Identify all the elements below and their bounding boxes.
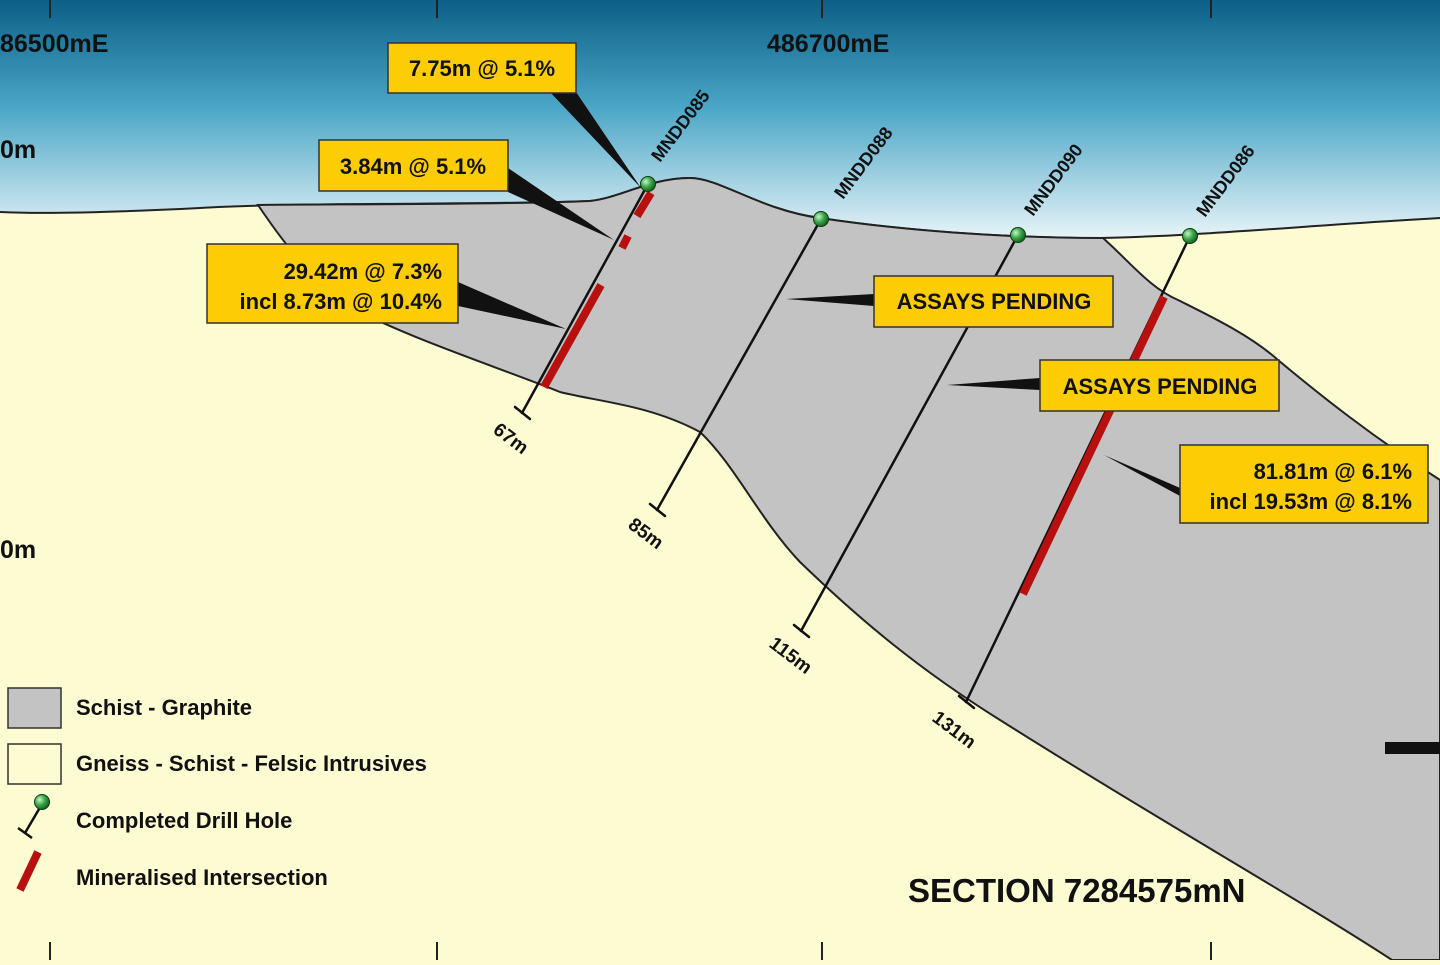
legend-label-gneiss: Gneiss - Schist - Felsic Intrusives: [76, 751, 427, 776]
callout-text-line2: incl 8.73m @ 10.4%: [240, 289, 442, 314]
callout-text-line1: 81.81m @ 6.1%: [1254, 459, 1412, 484]
callout-3-84m: 3.84m @ 5.1%: [318, 139, 509, 192]
legend-label-schist: Schist - Graphite: [76, 695, 252, 720]
intersection-mndd085-b: [618, 234, 632, 250]
callout-pointers: [458, 90, 1180, 496]
scale-bar: [1385, 742, 1440, 754]
grid-ticks: [49, 0, 1212, 960]
drill-hole-legend-icon: [17, 794, 50, 840]
legend-swatch-schist: [7, 687, 62, 729]
collar-mndd085-icon: [640, 176, 656, 192]
section-title: SECTION 7284575mN: [908, 872, 1246, 909]
intersection-mndd085-c: [540, 283, 605, 389]
legend-label-intersection: Mineralised Intersection: [76, 865, 328, 890]
callout-text-line1: 29.42m @ 7.3%: [284, 259, 442, 284]
callout-text: 7.75m @ 5.1%: [409, 56, 555, 81]
mineralised-intersections: [540, 190, 1168, 596]
intersection-mndd085-a: [633, 190, 655, 219]
drill-hole-collars: [640, 176, 1198, 244]
intersection-mndd086: [1019, 295, 1168, 596]
callout-29-42m: 29.42m @ 7.3% incl 8.73m @ 10.4%: [206, 243, 459, 324]
intersection-legend-icon: [16, 850, 42, 892]
callout-assays-pending-2: ASSAYS PENDING: [1039, 359, 1280, 412]
legend: Schist - Graphite Gneiss - Schist - Fels…: [7, 687, 427, 892]
rl-label-upper: 0m: [0, 136, 36, 164]
legend-label-drill-hole: Completed Drill Hole: [76, 808, 292, 833]
callout-81-81m: 81.81m @ 6.1% incl 19.53m @ 8.1%: [1179, 444, 1429, 524]
callout-text: 3.84m @ 5.1%: [340, 154, 486, 179]
callout-text: ASSAYS PENDING: [897, 289, 1092, 314]
collar-mndd088-icon: [813, 211, 829, 227]
collar-mndd086-icon: [1182, 228, 1198, 244]
collar-mndd090-icon: [1010, 227, 1026, 243]
callout-text-line2: incl 19.53m @ 8.1%: [1210, 489, 1412, 514]
callout-text: ASSAYS PENDING: [1063, 374, 1258, 399]
callout-7-75m: 7.75m @ 5.1%: [387, 42, 577, 94]
easting-label-mid: 486700mE: [767, 30, 889, 58]
legend-swatch-gneiss: [7, 743, 62, 785]
rl-label-lower: 0m: [0, 536, 36, 564]
callout-assays-pending-1: ASSAYS PENDING: [873, 275, 1114, 328]
easting-label-left: 86500mE: [0, 30, 108, 58]
